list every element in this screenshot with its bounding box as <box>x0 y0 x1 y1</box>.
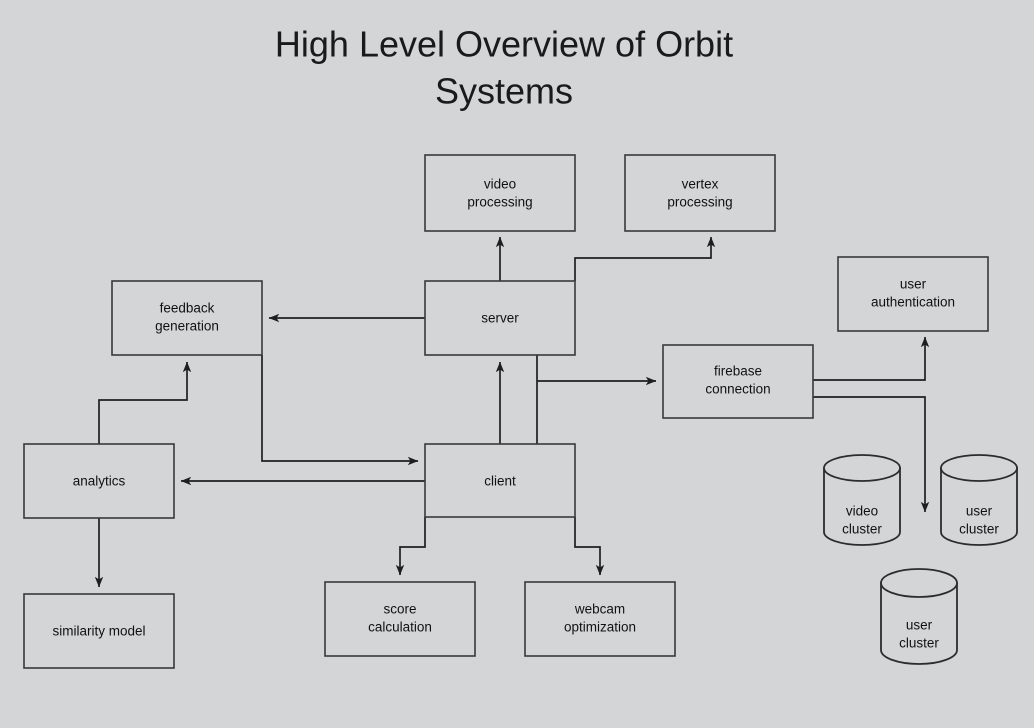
node-video-processing-label-2: processing <box>467 195 532 210</box>
node-user-authentication[interactable]: user authentication <box>837 256 989 332</box>
node-video-processing-label-1: video <box>484 177 516 192</box>
node-video-processing-box[interactable] <box>424 154 576 232</box>
node-user-cluster-bottom-label-2: cluster <box>899 636 939 651</box>
node-user-cluster-bottom-label-1: user <box>906 618 933 633</box>
node-server-box[interactable] <box>424 280 576 356</box>
edge-layer <box>94 236 930 588</box>
node-user-cluster-right[interactable]: user cluster <box>940 454 1018 546</box>
node-user-authentication-box[interactable] <box>837 256 989 332</box>
node-analytics-label-1: analytics <box>73 474 126 489</box>
node-server-label-1: server <box>481 311 519 326</box>
node-firebase-connection-label-1: firebase <box>714 364 762 379</box>
node-feedback-generation[interactable]: feedback generation <box>111 280 263 356</box>
node-client-label-1: client <box>484 474 516 489</box>
node-webcam-optimization[interactable]: webcam optimization <box>524 581 676 657</box>
edge-server-to-vertex-processing <box>574 236 716 281</box>
user-cluster-right-top-icon <box>940 454 1018 482</box>
node-webcam-optimization-label-1: webcam <box>574 602 625 617</box>
node-vertex-processing-label-1: vertex <box>682 177 719 192</box>
user-cluster-bottom-top-icon <box>880 568 958 598</box>
user-cluster-right-body-icon[interactable] <box>940 467 1018 546</box>
edge-feedback-generation-to-client <box>261 355 419 466</box>
node-user-cluster-right-label-1: user <box>966 504 993 519</box>
node-similarity-model-label-1: similarity model <box>52 624 145 639</box>
node-vertex-processing-label-2: processing <box>667 195 732 210</box>
node-webcam-optimization-label-2: optimization <box>564 620 636 635</box>
edge-firebase-connection-to-clusters <box>813 396 930 513</box>
node-score-calculation[interactable]: score calculation <box>324 581 476 657</box>
video-cluster-top-icon <box>823 454 901 482</box>
node-firebase-connection[interactable]: firebase connection <box>662 344 814 419</box>
node-score-calculation-label-2: calculation <box>368 620 432 635</box>
node-user-authentication-label-2: authentication <box>871 295 955 310</box>
edge-firebase-connection-to-user-authentication <box>813 336 930 381</box>
node-client-box[interactable] <box>424 443 576 518</box>
node-similarity-model-box[interactable] <box>23 593 175 669</box>
node-feedback-generation-box[interactable] <box>111 280 263 356</box>
node-feedback-generation-label-1: feedback <box>160 301 215 316</box>
page-title-line1: High Level Overview of Orbit <box>275 24 733 65</box>
node-server[interactable]: server <box>424 280 576 356</box>
edge-analytics-to-feedback-generation <box>98 361 192 444</box>
node-firebase-connection-box[interactable] <box>662 344 814 419</box>
node-vertex-processing-box[interactable] <box>624 154 776 232</box>
node-firebase-connection-label-2: connection <box>705 382 770 397</box>
node-score-calculation-box[interactable] <box>324 581 476 657</box>
node-analytics-box[interactable] <box>23 443 175 519</box>
node-video-cluster-label-1: video <box>846 504 878 519</box>
edge-client-to-webcam-optimization <box>574 517 605 576</box>
node-vertex-processing[interactable]: vertex processing <box>624 154 776 232</box>
node-video-cluster-label-2: cluster <box>842 522 882 537</box>
user-cluster-bottom-body-icon[interactable] <box>880 582 958 665</box>
node-client[interactable]: client <box>424 443 576 518</box>
node-user-authentication-label-1: user <box>900 277 927 292</box>
node-score-calculation-label-1: score <box>383 602 416 617</box>
node-webcam-optimization-box[interactable] <box>524 581 676 657</box>
node-video-processing[interactable]: video processing <box>424 154 576 232</box>
node-video-cluster[interactable]: video cluster <box>823 454 901 546</box>
node-similarity-model[interactable]: similarity model <box>23 593 175 669</box>
edge-client-to-score-calculation <box>395 517 426 576</box>
node-user-cluster-bottom[interactable]: user cluster <box>880 568 958 665</box>
page-title-line2: Systems <box>435 71 573 112</box>
video-cluster-body-icon[interactable] <box>823 467 901 546</box>
node-analytics[interactable]: analytics <box>23 443 175 519</box>
node-feedback-generation-label-2: generation <box>155 319 219 334</box>
node-user-cluster-right-label-2: cluster <box>959 522 999 537</box>
